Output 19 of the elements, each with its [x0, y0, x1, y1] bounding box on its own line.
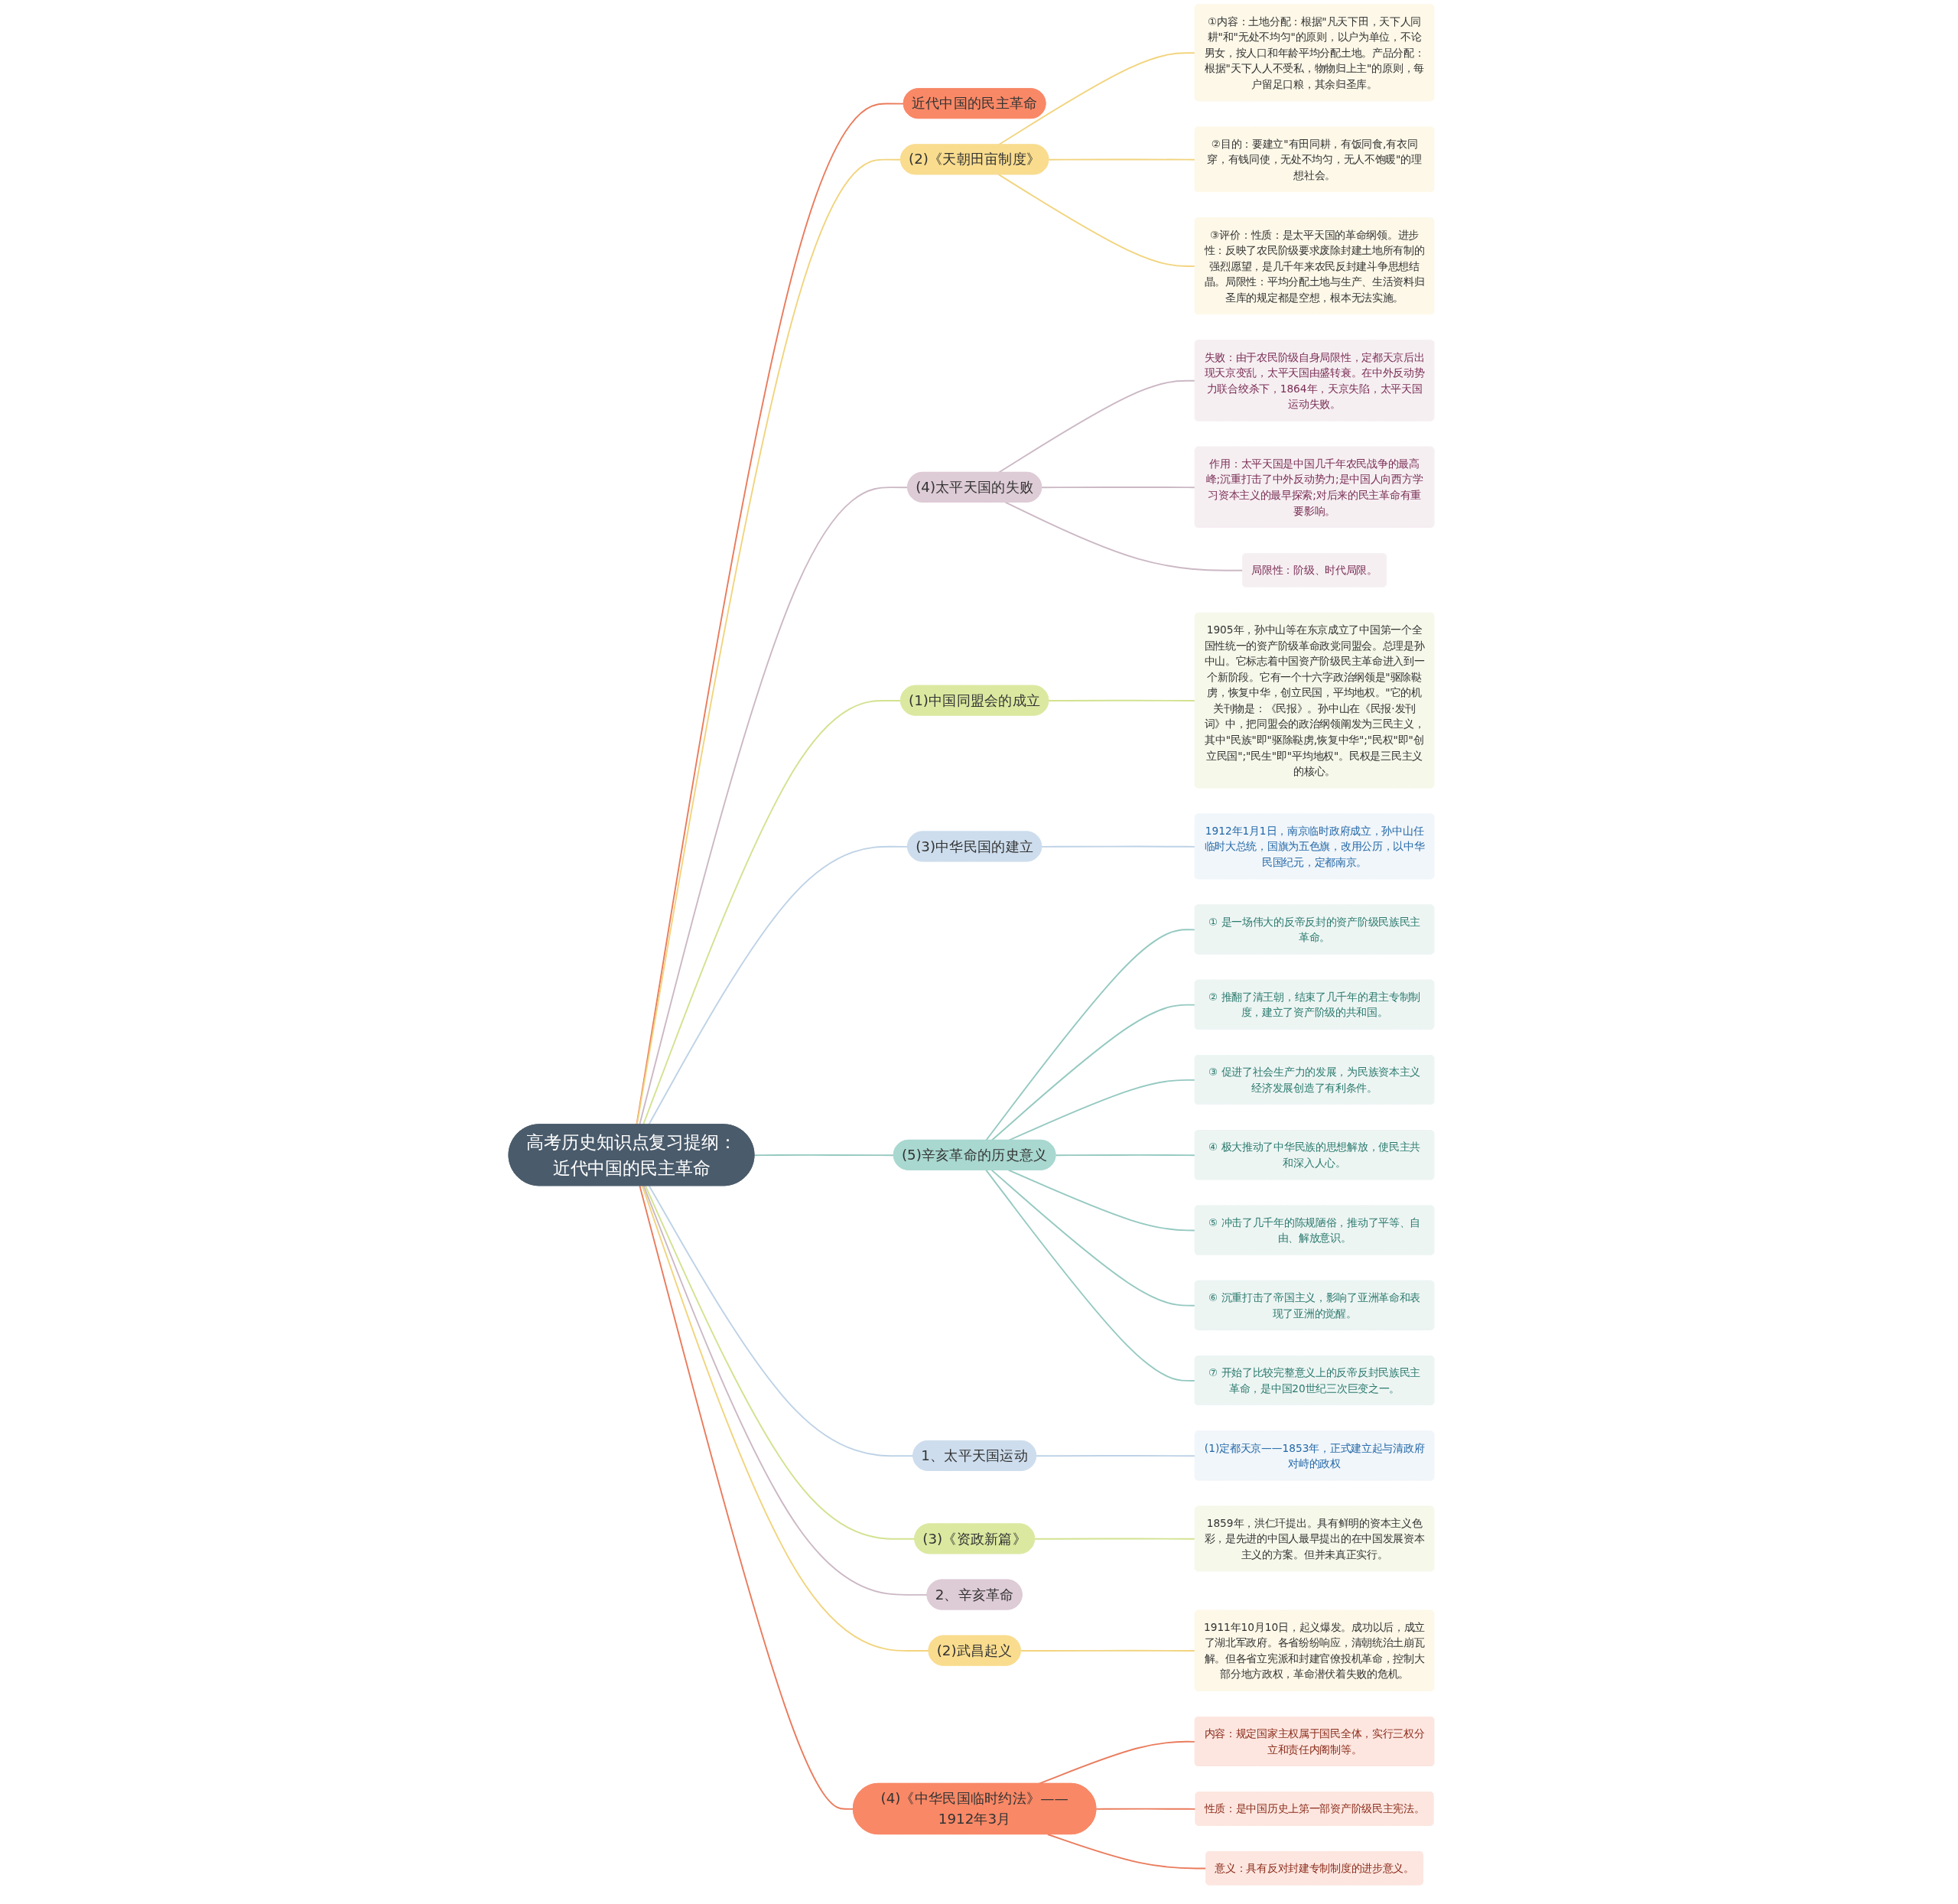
connector	[997, 174, 1196, 268]
connector	[1095, 1808, 1197, 1810]
connector	[639, 1185, 854, 1810]
connector	[753, 1154, 895, 1157]
connector	[1055, 1154, 1196, 1157]
connector	[990, 1169, 1196, 1307]
connector	[1048, 158, 1196, 161]
connector	[1007, 1169, 1196, 1232]
connector	[1038, 1740, 1196, 1785]
connector	[1041, 487, 1196, 489]
connector	[1036, 1455, 1196, 1457]
connector	[985, 1169, 1196, 1382]
connector	[990, 1004, 1196, 1141]
connector	[1041, 845, 1196, 848]
connector	[1048, 699, 1196, 701]
connector	[985, 929, 1196, 1141]
connector	[1020, 1649, 1196, 1652]
connector	[997, 379, 1196, 474]
connector	[1034, 1538, 1196, 1540]
